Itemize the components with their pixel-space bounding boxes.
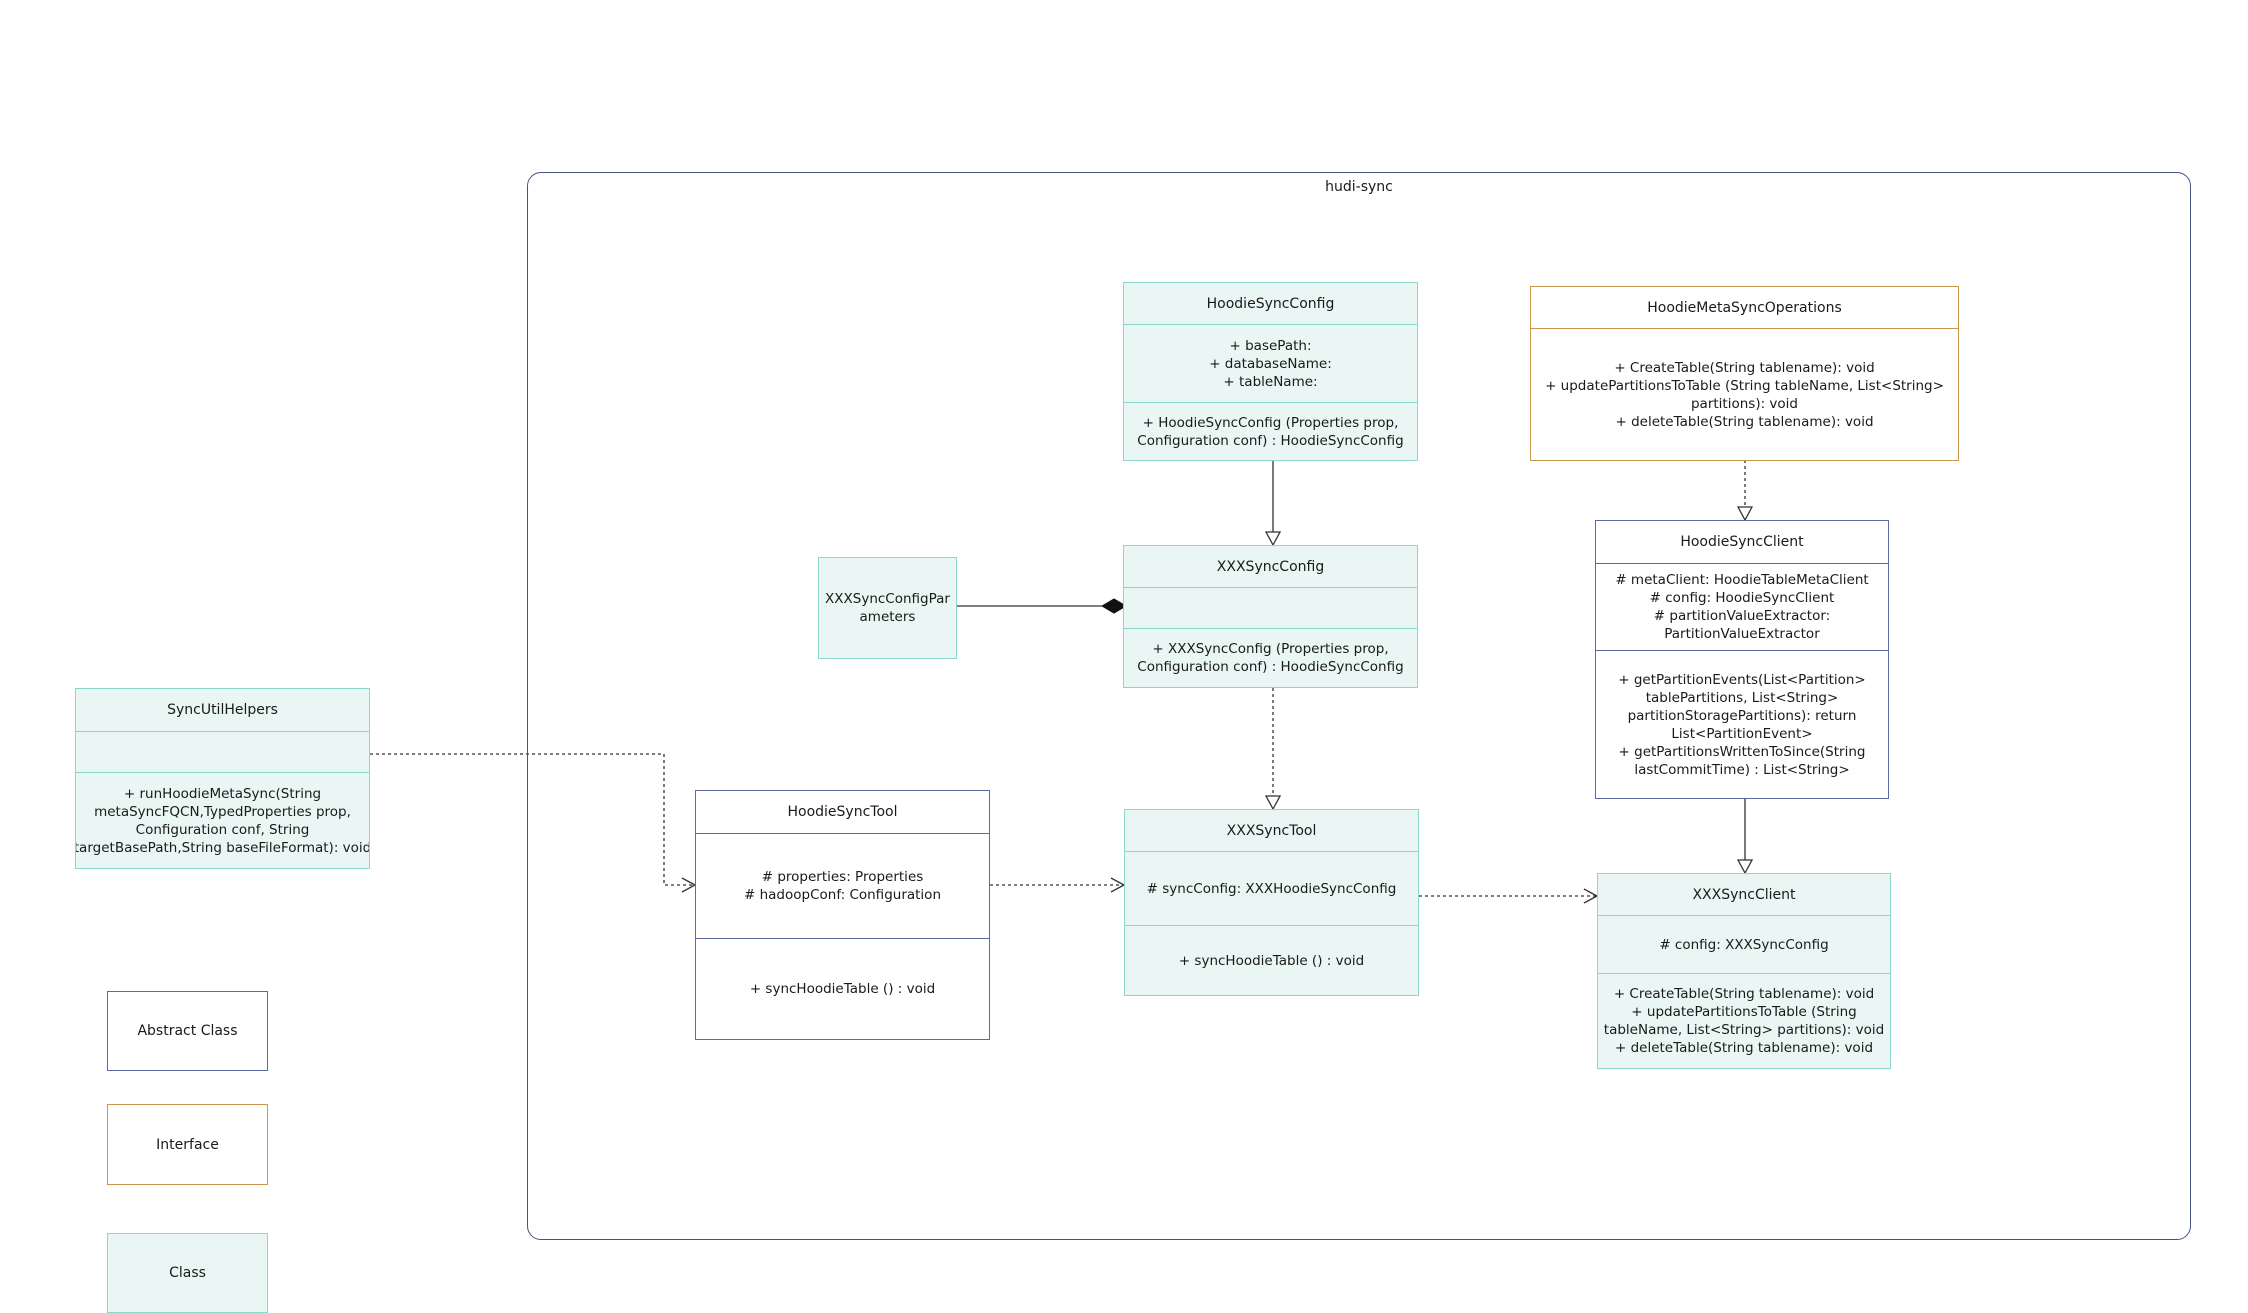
attribute: # config: XXXSyncConfig — [1659, 936, 1829, 953]
attributes-section: # properties: Properties # hadoopConf: C… — [696, 833, 989, 938]
legend-class-label: Class — [169, 1265, 206, 1281]
legend-class: Class — [107, 1233, 268, 1313]
attribute: # syncConfig: XXXHoodieSyncConfig — [1146, 880, 1397, 897]
class-name: HoodieMetaSyncOperations — [1531, 287, 1958, 328]
interface-hoodiemetasyncoperations[interactable]: HoodieMetaSyncOperations + CreateTable(S… — [1530, 286, 1959, 461]
class-xxxsyncconfigparameters[interactable]: XXXSyncConfigPar ameters — [818, 557, 957, 659]
class-name: XXXSyncConfigPar ameters — [819, 558, 956, 658]
class-name-text: XXXSyncClient — [1692, 886, 1796, 903]
method-line: + CreateTable(String tablename): void — [1613, 986, 1875, 1002]
legend-abstract-class-label: Abstract Class — [137, 1023, 238, 1039]
method-line: lastCommitTime) : List<String> — [1634, 761, 1850, 778]
method-line: List<PartitionEvent> — [1671, 725, 1813, 742]
method-line: + deleteTable(String tablename): void — [1614, 1040, 1874, 1056]
method-line: + syncHoodieTable () : void — [1178, 952, 1365, 969]
attribute: + basePath: — [1229, 337, 1312, 354]
attribute: + tableName: — [1223, 373, 1318, 390]
method-line: + CreateTable(String tablename): void — [1614, 359, 1875, 376]
attribute: # properties: Properties — [761, 869, 924, 885]
method-line: + runHoodieMetaSync(String — [123, 785, 322, 802]
class-xxxsyncclient[interactable]: XXXSyncClient # config: XXXSyncConfig + … — [1597, 873, 1891, 1069]
class-name-line: ameters — [859, 609, 916, 625]
class-name-line: XXXSyncConfigPar — [825, 591, 950, 607]
legend-interface-label: Interface — [156, 1136, 219, 1153]
abstract-class-hoodiesyncclient[interactable]: HoodieSyncClient # metaClient: HoodieTab… — [1595, 520, 1889, 799]
method-line: + HoodieSyncConfig (Properties prop, — [1142, 414, 1399, 431]
class-syncutilhelpers[interactable]: SyncUtilHelpers + runHoodieMetaSync(Stri… — [75, 688, 370, 869]
attributes-section: # config: XXXSyncConfig — [1598, 915, 1890, 973]
class-name: HoodieSyncTool — [696, 791, 989, 833]
class-name-text: HoodieMetaSyncOperations — [1647, 299, 1842, 316]
methods-section: + CreateTable(String tablename): void + … — [1598, 973, 1890, 1068]
legend-abstract-class: Abstract Class — [107, 991, 268, 1071]
attributes-section: + basePath: + databaseName: + tableName: — [1124, 324, 1417, 402]
class-name-text: HoodieSyncConfig — [1206, 295, 1335, 312]
attribute: # hadoopConf: Configuration — [744, 887, 941, 903]
method-line: + deleteTable(String tablename): void — [1615, 413, 1874, 430]
attributes-section — [76, 731, 369, 772]
method-line: Configuration conf) : HoodieSyncConfig — [1137, 659, 1404, 675]
class-name: XXXSyncClient — [1598, 874, 1890, 915]
method-line: partitionStoragePartitions): return — [1627, 707, 1857, 724]
attributes-section: # syncConfig: XXXHoodieSyncConfig — [1125, 851, 1418, 925]
methods-section: + runHoodieMetaSync(String metaSyncFQCN,… — [76, 772, 369, 868]
class-name: XXXSyncConfig — [1124, 546, 1417, 587]
class-name-text: XXXSyncConfig — [1216, 558, 1325, 575]
methods-section: + CreateTable(String tablename): void + … — [1531, 328, 1958, 460]
methods-section: + getPartitionEvents(List<Partition> tab… — [1596, 650, 1888, 798]
method-line: metaSyncFQCN,TypedProperties prop, — [94, 803, 351, 820]
package-hudi-sync[interactable]: hudi-sync — [527, 172, 2191, 1240]
class-xxxsynctool[interactable]: XXXSyncTool # syncConfig: XXXHoodieSyncC… — [1124, 809, 1419, 996]
method-line: + updatePartitionsToTable (String — [1631, 1004, 1857, 1020]
method-line: + getPartitionsWrittenToSince(String — [1618, 743, 1866, 760]
class-name: HoodieSyncConfig — [1124, 283, 1417, 324]
attributes-section — [1124, 587, 1417, 628]
class-xxxsyncconfig[interactable]: XXXSyncConfig + XXXSyncConfig (Propertie… — [1123, 545, 1418, 688]
method-line: targetBasePath,String baseFileFormat): v… — [76, 839, 369, 856]
class-hoodiesyncconfig[interactable]: HoodieSyncConfig + basePath: + databaseN… — [1123, 282, 1418, 461]
class-name: SyncUtilHelpers — [76, 689, 369, 731]
attribute: # config: HoodieSyncClient — [1649, 590, 1835, 606]
abstract-class-hoodiesynctool[interactable]: HoodieSyncTool # properties: Properties … — [695, 790, 990, 1040]
methods-section: + syncHoodieTable () : void — [696, 938, 989, 1039]
method-line: tablePartitions, List<String> — [1645, 689, 1839, 706]
attribute: + databaseName: — [1209, 355, 1332, 372]
class-name: HoodieSyncClient — [1596, 521, 1888, 563]
package-title: hudi-sync — [1325, 179, 1393, 195]
attributes-section: # metaClient: HoodieTableMetaClient # co… — [1596, 563, 1888, 650]
method-line: Configuration conf, String — [135, 821, 310, 838]
legend-interface: Interface — [107, 1104, 268, 1185]
method-line: partitions): void — [1690, 395, 1798, 412]
class-name-text: XXXSyncTool — [1226, 822, 1317, 839]
class-name-text: HoodieSyncClient — [1680, 534, 1804, 550]
attribute: PartitionValueExtractor — [1664, 626, 1820, 642]
class-name: XXXSyncTool — [1125, 810, 1418, 851]
attribute: # metaClient: HoodieTableMetaClient — [1615, 572, 1869, 588]
methods-section: + XXXSyncConfig (Properties prop, Config… — [1124, 628, 1417, 687]
attribute: # partitionValueExtractor: — [1653, 608, 1831, 624]
method-line: + XXXSyncConfig (Properties prop, — [1152, 641, 1389, 657]
methods-section: + syncHoodieTable () : void — [1125, 925, 1418, 995]
method-line: + updatePartitionsToTable (String tableN… — [1545, 377, 1944, 394]
method-line: tableName, List<String> partitions): voi… — [1603, 1022, 1885, 1038]
method-line: Configuration conf) : HoodieSyncConfig — [1137, 432, 1404, 449]
method-line: + getPartitionEvents(List<Partition> — [1618, 671, 1866, 688]
method-line: + syncHoodieTable () : void — [749, 981, 936, 997]
class-name-text: HoodieSyncTool — [787, 804, 898, 820]
class-name-text: SyncUtilHelpers — [167, 702, 278, 718]
methods-section: + HoodieSyncConfig (Properties prop, Con… — [1124, 402, 1417, 460]
